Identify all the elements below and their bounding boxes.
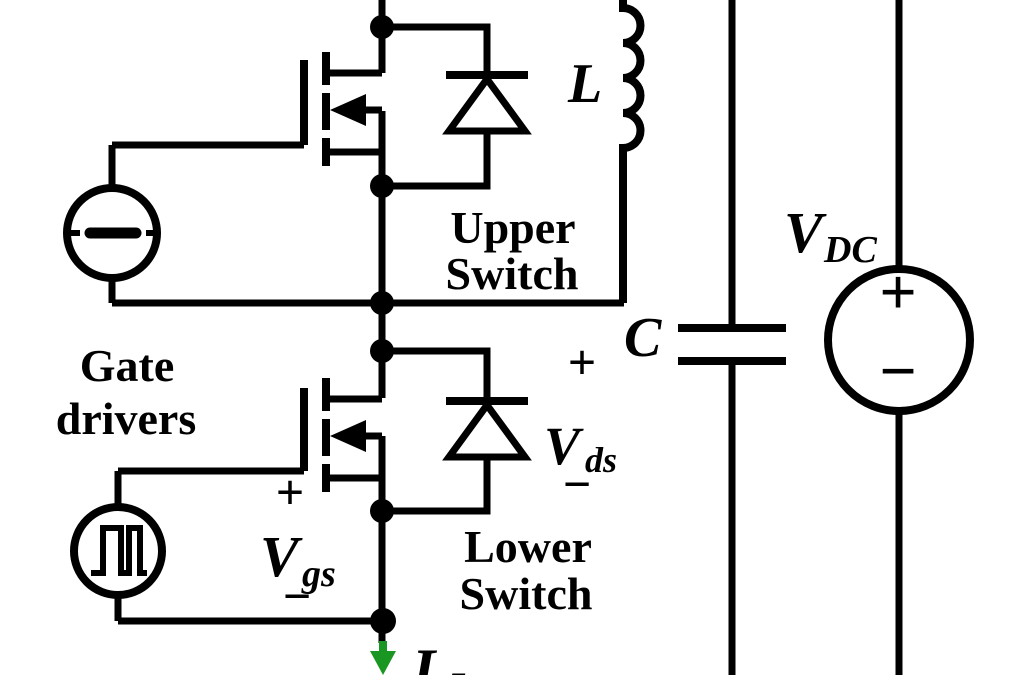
node-dot [370,174,394,198]
vdc-minus-sign: − [879,335,917,408]
gate-drivers-label-line2: drivers [56,393,197,444]
node-dot [370,15,394,39]
diode-triangle [442,73,532,135]
vgs-symbol: V [260,524,303,589]
lower-mosfet-arrow [330,420,366,452]
gate-drivers-label-line1: Gate [80,340,175,391]
node-dot [370,608,396,634]
diode-triangle [442,399,532,461]
upper-switch-label-line2: Switch [446,248,579,299]
vgs-subscript: gs [301,553,336,595]
vgs-minus-sign: − [283,568,312,624]
vgs-plus-sign: + [276,464,305,520]
circuit-wiring [63,0,974,675]
inductor-coil [619,0,645,303]
vgs-annotation: + V gs − [260,464,336,624]
diode-top-link-wire [382,23,491,75]
upper-gate-driver-source [63,145,161,303]
diode-bottom-link-wire [382,457,491,515]
capacitor-symbol [678,0,786,675]
lower-freewheel-diode [382,347,532,515]
diode-top-link-wire [382,347,491,401]
inductor-current-arrow [370,641,396,675]
inductor-current-label: I L [411,637,472,675]
current-arrow-head [370,651,396,675]
il-subscript: L [447,664,472,675]
lower-gate-driver-source [70,471,166,621]
dc-source-label: V DC + − [784,200,917,408]
vds-annotation: + V ds − [544,334,617,512]
diode-bottom-link-wire [382,131,491,190]
lower-switch-label-line2: Switch [460,568,593,619]
upper-mosfet-arrow [330,94,366,126]
node-dot [370,339,394,363]
upper-freewheel-diode [382,23,532,190]
dc-voltage-source [824,0,974,675]
vds-plus-sign: + [568,334,597,390]
upper-mosfet [112,52,382,166]
lower-mosfet [118,378,382,492]
inductor-label: L [567,53,602,115]
vdc-plus-sign: + [879,256,917,329]
vdc-subscript: DC [823,229,877,271]
node-dot [370,499,394,523]
pulse-waveform-glyph [91,525,147,576]
vdc-symbol: V [784,200,827,265]
node-dot [370,291,394,315]
junction-dots [370,15,396,634]
il-symbol: I [411,637,438,675]
vds-minus-sign: − [563,456,592,512]
vds-symbol: V [544,416,584,476]
vds-subscript: ds [585,440,617,480]
upper-switch-label-line1: Upper [450,202,575,253]
capacitor-label: C [624,307,662,369]
lower-switch-label-line1: Lower [464,521,592,572]
